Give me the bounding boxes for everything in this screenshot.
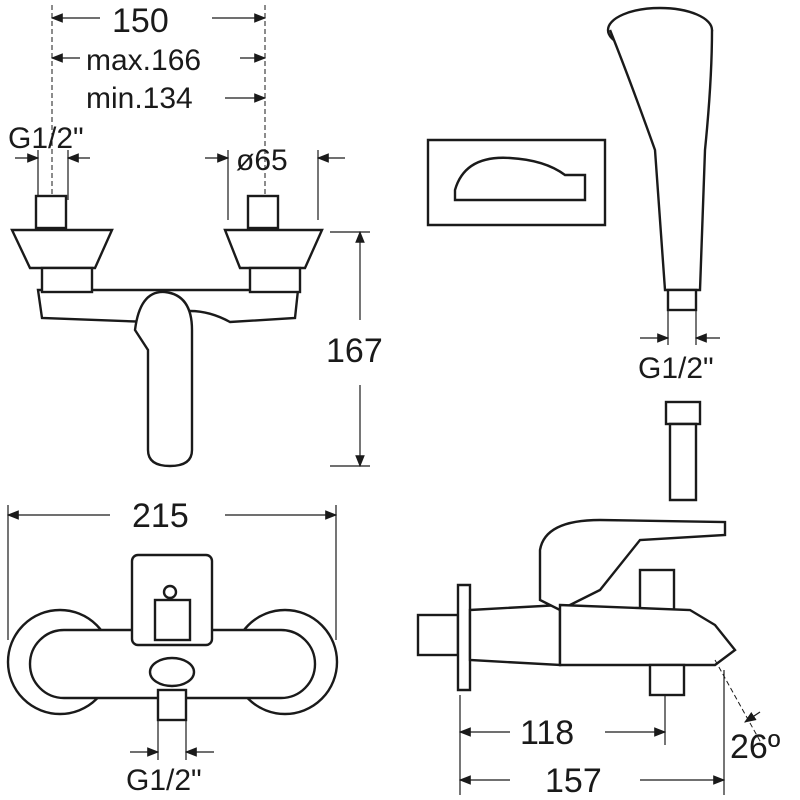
dim-diameter-65: ø65 <box>236 144 288 177</box>
thread-label-handshower: G1/2" <box>638 352 714 385</box>
dim-angle-26: 26º <box>730 728 780 766</box>
dim-167: 167 <box>326 332 383 370</box>
dim-max-166: max.166 <box>86 44 201 77</box>
dim-min-134: min.134 <box>86 82 193 115</box>
dim-157: 157 <box>545 762 602 800</box>
front-view-mixer <box>10 5 370 468</box>
top-view-mixer <box>6 505 339 760</box>
dim-118: 118 <box>520 714 574 752</box>
thread-label-top-left: G1/2" <box>8 122 84 155</box>
handshower-and-holder <box>426 6 720 502</box>
dim-215: 215 <box>132 497 189 535</box>
thread-label-bottom: G1/2" <box>126 764 202 797</box>
dim-150: 150 <box>112 2 169 40</box>
side-view-mixer <box>416 518 766 795</box>
